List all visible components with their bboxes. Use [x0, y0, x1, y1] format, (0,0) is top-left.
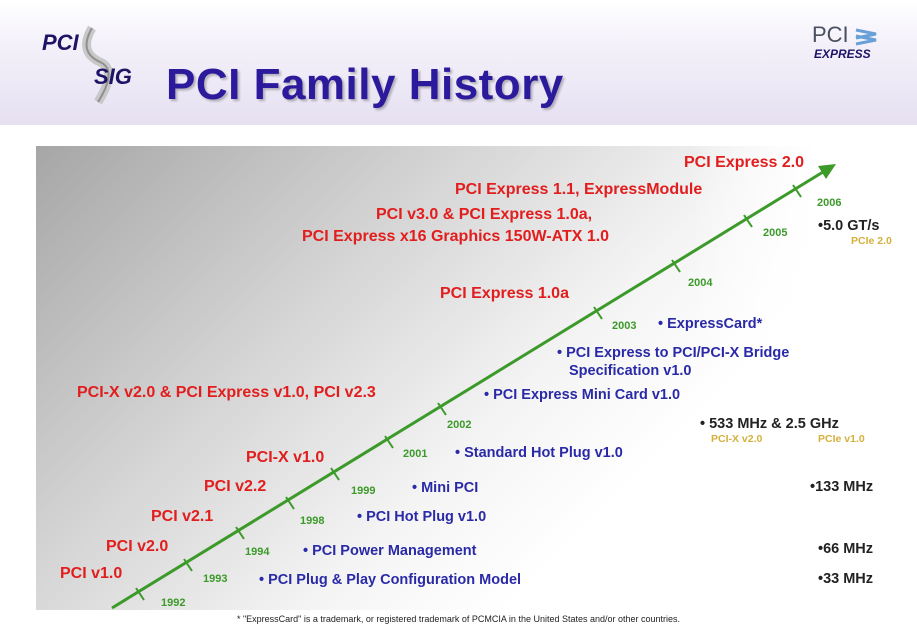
timeline-arrowhead [818, 164, 836, 179]
tick-1998 [285, 496, 295, 510]
pcie-logo-text: PCI [812, 22, 849, 47]
feature-bridge-spec-line2: Specification v1.0 [569, 363, 692, 379]
year-2004: 2004 [688, 277, 713, 289]
feature-expresscard: • ExpressCard* [658, 316, 763, 332]
year-2001: 2001 [403, 448, 428, 460]
milestone-pci-express-1-0a: PCI Express 1.0a [440, 285, 569, 302]
milestone-x16-graphics: PCI Express x16 Graphics 150W-ATX 1.0 [302, 228, 610, 245]
year-2003: 2003 [612, 320, 637, 332]
year-2002: 2002 [447, 419, 472, 431]
speed-66-mhz: •66 MHz [818, 541, 874, 557]
speed-33-mhz: •33 MHz [818, 571, 874, 587]
pci-sig-logo: PCI SIG [42, 25, 132, 105]
tick-2006 [792, 184, 802, 198]
year-1993: 1993 [203, 573, 228, 585]
speed-533-mhz-2-5-ghz: • 533 MHz & 2.5 GHz [700, 416, 839, 432]
page-title: PCI Family History [166, 60, 564, 109]
milestone-pci-express-2-0: PCI Express 2.0 [684, 154, 805, 171]
tick-2005 [743, 214, 753, 228]
feature-standard-hot-plug: • Standard Hot Plug v1.0 [455, 445, 623, 461]
year-1998: 1998 [300, 515, 325, 527]
feature-hot-plug-v1-0: • PCI Hot Plug v1.0 [357, 509, 487, 525]
speed-5-gts: •5.0 GT/s [818, 218, 880, 234]
feature-mini-card: • PCI Express Mini Card v1.0 [484, 387, 681, 403]
milestone-pci-v2-2: PCI v2.2 [204, 478, 267, 495]
milestone-pci-v2-1: PCI v2.1 [151, 508, 214, 525]
tick-2004 [671, 259, 681, 273]
timeline-panel-fade [690, 146, 904, 610]
feature-plug-and-play: • PCI Plug & Play Configuration Model [259, 572, 522, 588]
feature-bridge-spec-line1: • PCI Express to PCI/PCI-X Bridge [557, 345, 790, 361]
speed-133-mhz: •133 MHz [810, 479, 874, 495]
tick-1994 [235, 526, 245, 540]
year-2006: 2006 [817, 197, 842, 209]
milestone-pci-x-v2-0: PCI-X v2.0 & PCI Express v1.0, PCI v2.3 [77, 384, 376, 401]
milestone-pci-x-v1-0: PCI-X v1.0 [246, 449, 325, 466]
slide-header [0, 0, 917, 125]
tick-2002 [437, 402, 447, 416]
tick-2001 [384, 435, 394, 449]
tick-1992 [135, 587, 145, 601]
milestone-pci-v2-0: PCI v2.0 [106, 538, 169, 555]
year-1999: 1999 [351, 485, 376, 497]
year-1992: 1992 [161, 597, 186, 609]
tick-2003 [593, 306, 603, 320]
milestone-pci-v3-0: PCI v3.0 & PCI Express 1.0a, [376, 206, 593, 223]
feature-power-management: • PCI Power Management [303, 543, 477, 559]
footnote: * "ExpressCard" is a trademark, or regis… [236, 614, 681, 624]
logo-top-text: PCI [42, 30, 80, 55]
pcie-logo-sub: EXPRESS [814, 47, 871, 61]
logo-bottom-text: SIG [94, 64, 132, 89]
pci-express-logo: PCI EXPRESS [812, 22, 877, 61]
timeline-line [111, 170, 824, 610]
speed-note-pcie-2: PCIe 2.0 [851, 235, 892, 247]
tick-1999 [330, 467, 340, 481]
milestone-pci-v1-0: PCI v1.0 [60, 565, 123, 582]
year-1994: 1994 [245, 546, 270, 558]
speed-note-pcie-v1: PCIe v1.0 [818, 433, 865, 445]
feature-mini-pci: • Mini PCI [412, 480, 479, 496]
milestone-pci-express-1-1: PCI Express 1.1, ExpressModule [455, 181, 703, 198]
year-2005: 2005 [763, 227, 788, 239]
speed-note-pci-x-v2: PCI-X v2.0 [711, 433, 763, 445]
tick-1993 [183, 558, 193, 572]
